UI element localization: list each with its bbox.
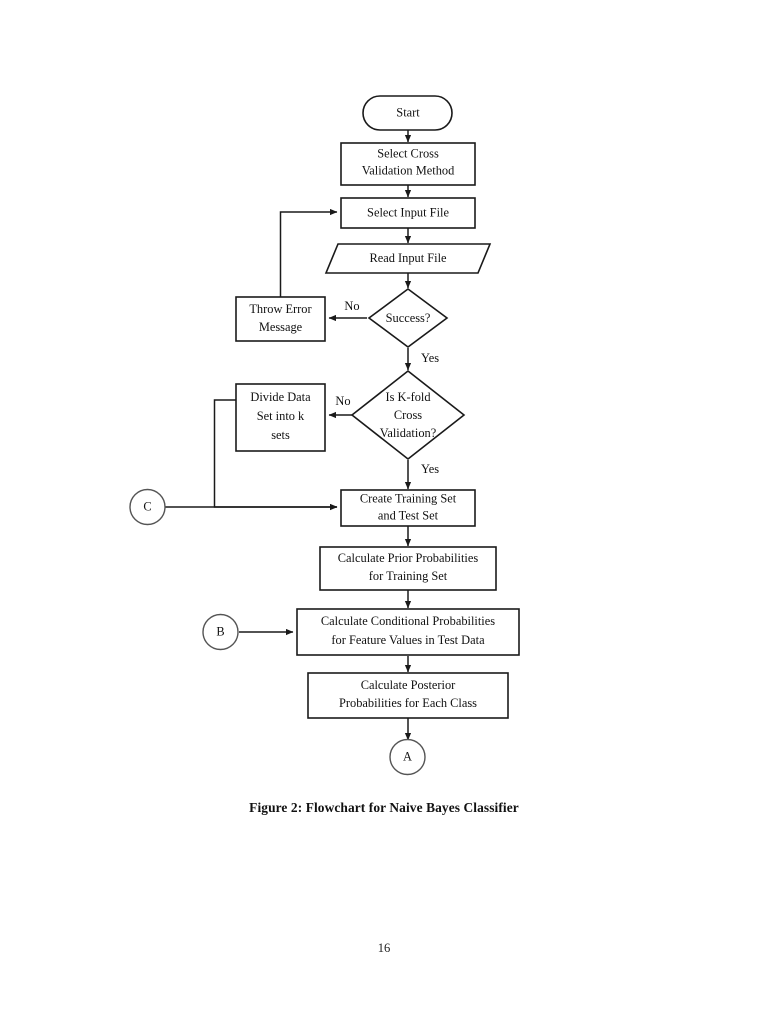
connector-c-label: C xyxy=(143,499,151,513)
select-cv-label-line1: Select Cross xyxy=(377,146,439,160)
divide-data-shape xyxy=(235,383,326,452)
throw-error-shape xyxy=(235,296,326,342)
connector-b[interactable]: B xyxy=(202,613,239,651)
kfold-shape xyxy=(350,369,466,461)
posterior-shape xyxy=(307,672,509,719)
node-kfold-decision[interactable]: Is K-fold Cross Validation? xyxy=(350,369,466,461)
start-label: Start xyxy=(396,105,420,119)
branch-label-kfold-no: No xyxy=(335,394,350,408)
start-shape xyxy=(362,95,453,131)
posterior-label-line1: Calculate Posterior xyxy=(361,678,456,692)
kfold-label-line1: Is K-fold xyxy=(385,390,431,404)
node-create-training-and-test-set[interactable]: Create Training Set and Test Set xyxy=(340,489,476,527)
node-select-input-file[interactable]: Select Input File xyxy=(340,197,476,229)
create-sets-label-line2: and Test Set xyxy=(378,508,439,522)
select-cv-shape xyxy=(340,142,476,186)
branch-labels: No Yes No Yes xyxy=(335,299,439,476)
divide-data-label-line1: Divide Data xyxy=(250,390,311,404)
prior-label-line2: for Training Set xyxy=(369,569,448,583)
figure-caption: Figure 2: Flowchart for Naive Bayes Clas… xyxy=(249,800,519,815)
connector-c[interactable]: C xyxy=(129,488,166,526)
connector-b-label: B xyxy=(216,624,224,638)
throw-error-label-line2: Message xyxy=(259,320,303,334)
create-sets-label-line1: Create Training Set xyxy=(360,491,457,505)
divide-data-label-line3: sets xyxy=(271,428,290,442)
select-cv-label-line2: Validation Method xyxy=(362,163,455,177)
select-input-label: Select Input File xyxy=(367,205,449,219)
divide-data-label-line2: Set into k xyxy=(257,409,305,423)
edge-throw-error-loopback-to-select-input xyxy=(279,208,338,297)
branch-label-success-yes: Yes xyxy=(421,351,439,365)
node-calculate-prior-probabilities[interactable]: Calculate Prior Probabilities for Traini… xyxy=(319,546,497,591)
node-read-input-file[interactable]: Read Input File xyxy=(324,243,492,274)
success-label: Success? xyxy=(386,311,431,325)
branch-label-kfold-yes: Yes xyxy=(421,462,439,476)
read-input-label: Read Input File xyxy=(369,251,447,265)
node-divide-data-set[interactable]: Divide Data Set into k sets xyxy=(235,383,326,452)
posterior-label-line2: Probabilities for Each Class xyxy=(339,696,477,710)
connector-a-shape xyxy=(389,738,426,776)
kfold-label-line3: Validation? xyxy=(380,426,436,440)
conditional-shape xyxy=(296,608,520,656)
throw-error-label-line1: Throw Error xyxy=(249,302,312,316)
node-start[interactable]: Start xyxy=(362,95,453,131)
connector-a-label: A xyxy=(403,749,412,763)
prior-label-line1: Calculate Prior Probabilities xyxy=(338,551,479,565)
connector-a[interactable]: A xyxy=(389,738,426,776)
node-throw-error-message[interactable]: Throw Error Message xyxy=(235,296,326,342)
connector-b-shape xyxy=(202,613,239,651)
kfold-label-line2: Cross xyxy=(394,408,422,422)
success-shape xyxy=(367,288,449,348)
node-select-cross-validation-method[interactable]: Select Cross Validation Method xyxy=(340,142,476,186)
node-success-decision[interactable]: Success? xyxy=(367,288,449,348)
page-number: 16 xyxy=(377,941,391,955)
flowchart-edges xyxy=(165,130,412,741)
conditional-label-line1: Calculate Conditional Probabilities xyxy=(321,614,495,628)
conditional-label-line2: for Feature Values in Test Data xyxy=(331,633,485,647)
node-calculate-posterior-probabilities[interactable]: Calculate Posterior Probabilities for Ea… xyxy=(307,672,509,719)
branch-label-success-no: No xyxy=(344,299,359,313)
read-input-shape xyxy=(324,243,492,274)
connector-c-shape xyxy=(129,488,166,526)
select-input-shape xyxy=(340,197,476,229)
create-sets-shape xyxy=(340,489,476,527)
node-calculate-conditional-probabilities[interactable]: Calculate Conditional Probabilities for … xyxy=(296,608,520,656)
prior-shape xyxy=(319,546,497,591)
